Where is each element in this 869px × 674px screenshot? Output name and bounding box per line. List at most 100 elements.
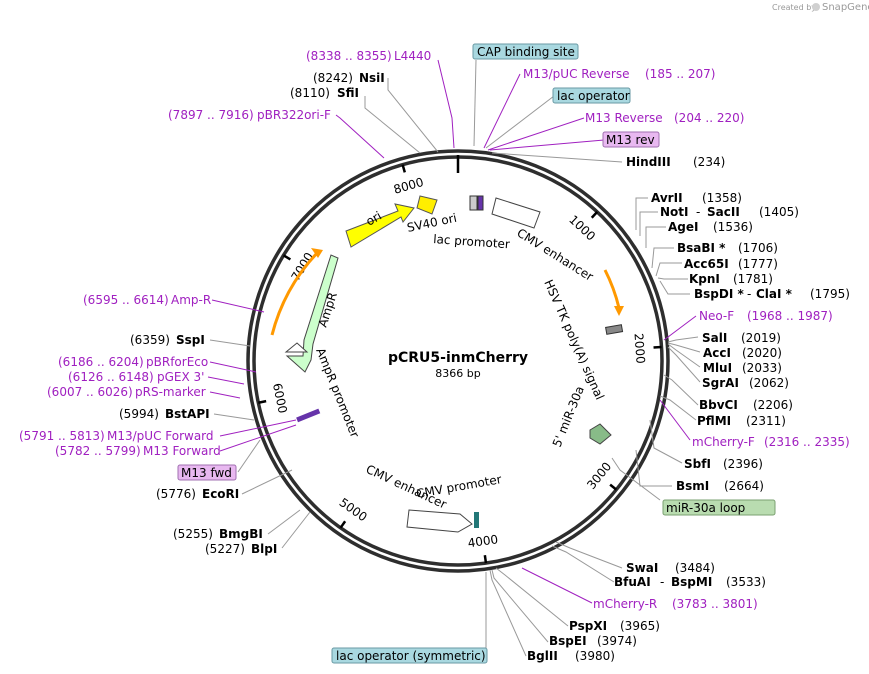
enzyme-name-hindiii[interactable]: HindIII (626, 155, 671, 169)
primer-name-m13-puc-forward[interactable]: M13/pUC Forward (107, 429, 214, 443)
enzyme-name-sspi[interactable]: SspI (176, 333, 205, 347)
enzyme-name-nsii[interactable]: NsiI (359, 71, 385, 85)
credit-brand: SnapGene (822, 2, 869, 13)
enzyme-name-sacii[interactable]: SacII (707, 205, 740, 219)
enzyme-name-mlui[interactable]: MluI (703, 361, 732, 375)
enzyme-pos-pspxi: (3965) (620, 619, 660, 633)
enzyme-pos-mlui: (2033) (742, 361, 782, 375)
enzyme-name-acci[interactable]: AccI (703, 346, 731, 360)
enzyme-pos-sfii: (8110) (290, 86, 330, 100)
enzyme-name-bbvci[interactable]: BbvCI (699, 398, 738, 412)
primer-range-pbrforeco: (6186 .. 6204) (58, 355, 144, 369)
enzyme-name-sbfi[interactable]: SbfI (684, 457, 711, 471)
ori-feature[interactable] (345, 203, 415, 248)
primer-name-m13-reverse[interactable]: M13 Reverse (585, 111, 663, 125)
enzyme-name-bfuai[interactable]: BfuAI (614, 575, 651, 589)
m13-fwd-mark[interactable] (296, 408, 321, 423)
primer-range-m13-puc-reverse: (185 .. 207) (645, 67, 715, 81)
m13-rev-box[interactable] (602, 131, 660, 148)
enzyme-name-bglii[interactable]: BglII (527, 649, 558, 663)
primer-range-m13-puc-forward: (5791 .. 5813) (19, 429, 105, 443)
enzyme-name-noti[interactable]: NotI (660, 205, 689, 219)
primer-name-pgex3[interactable]: pGEX 3' (157, 370, 204, 384)
small-gray-feature[interactable] (605, 324, 624, 335)
primer-range-neo-f: (1968 .. 1987) (747, 309, 833, 323)
orange-arc-right[interactable] (603, 269, 621, 309)
enzyme-pos-acc65i: (1777) (738, 257, 778, 271)
lac-operator-box[interactable] (552, 87, 631, 104)
enzyme-pos-bbvci: (2206) (753, 398, 793, 412)
enzyme-name-sali[interactable]: SalI (702, 331, 727, 345)
tick-mark (282, 254, 292, 261)
enzyme-name-bsabi[interactable]: BsaBI * (677, 241, 726, 255)
enzyme-name-bspei[interactable]: BspEI (549, 634, 587, 648)
primer-name-pbrforeco[interactable]: pBRforEco (146, 355, 208, 369)
enzyme-name-bspmi[interactable]: BspMI (671, 575, 712, 589)
enzyme-pos-bstapi: (5994) (119, 407, 159, 421)
enzyme-pos-bfuai-bspmi: (3533) (726, 575, 766, 589)
enzyme-name-pflmi[interactable]: PflMI (697, 414, 731, 428)
enzyme-name-acc65i[interactable]: Acc65I (684, 257, 729, 271)
lac-operator-symmetric-box[interactable] (331, 647, 488, 664)
enzyme-name-avrii[interactable]: AvrII (651, 191, 683, 205)
enzyme-name-agei[interactable]: AgeI (668, 220, 698, 234)
enzyme-name-bmgbi[interactable]: BmgBI (219, 527, 263, 541)
enzyme-pos-bmgbi: (5255) (173, 527, 213, 541)
primer-range-l4440: (8338 .. 8355) (306, 49, 392, 63)
lac-operator-mark[interactable] (477, 195, 484, 211)
boxed-labels: CAP binding site lac operator M13 rev mi… (177, 43, 776, 664)
enzyme-name-sgrai[interactable]: SgrAI (702, 376, 739, 390)
enzyme-name-blpi[interactable]: BlpI (251, 542, 277, 556)
enzyme-name-sfii[interactable]: SfiI (337, 86, 359, 100)
primer-name-pbr322ori-f[interactable]: pBR322ori-F (257, 108, 331, 122)
cap-binding-site-label: CAP binding site (477, 45, 575, 59)
enzyme-name-swai[interactable]: SwaI (626, 561, 658, 575)
enzyme-pos-sspi: (6359) (130, 333, 170, 347)
primer-range-m13-forward: (5782 .. 5799) (55, 444, 141, 458)
primer-range-prs-marker: (6007 .. 6026) (47, 385, 133, 399)
enzyme-name-bsmi[interactable]: BsmI (676, 479, 709, 493)
primer-name-l4440[interactable]: L4440 (394, 49, 431, 63)
enzyme-name-bstapi[interactable]: BstAPI (165, 407, 210, 421)
cmv-promoter-feature[interactable] (406, 509, 473, 533)
primer-name-mcherry-f[interactable]: mCherry-F (692, 435, 755, 449)
primer-name-mcherry-r[interactable]: mCherry-R (593, 597, 657, 611)
cap-site-mark[interactable] (469, 195, 478, 211)
primer-name-m13-puc-reverse[interactable]: M13/pUC Reverse (523, 67, 630, 81)
enzyme-pos-blpi: (5227) (205, 542, 245, 556)
primer-name-m13-forward[interactable]: M13 Forward (143, 444, 221, 458)
plasmid-length: 8366 bp (435, 367, 480, 380)
lac-op-sym-mark[interactable] (474, 512, 479, 528)
mir30a-loop-label: miR-30a loop (666, 501, 745, 515)
enzyme-pos-sali: (2019) (741, 331, 781, 345)
leader-lines (207, 59, 701, 657)
ampr-promoter-arrow (284, 342, 309, 353)
mir30a-loop-box[interactable] (662, 499, 776, 516)
tick-mark (609, 483, 618, 491)
orange-arrow-right (614, 306, 624, 316)
primer-name-amp-r[interactable]: Amp-R (171, 293, 211, 307)
enzyme-pos-bsabi: (1706) (738, 241, 778, 255)
enzyme-name-ecori[interactable]: EcoRI (202, 487, 239, 501)
mir30a-feature[interactable] (589, 423, 612, 445)
lac-operator-symmetric-label: lac operator (symmetric) (336, 649, 486, 663)
tick-mark (339, 520, 347, 529)
enzyme-name-pspxi[interactable]: PspXI (569, 619, 607, 633)
primer-name-prs-marker[interactable]: pRS-marker (135, 385, 206, 399)
cap-binding-site-box[interactable] (472, 43, 579, 60)
enzyme-pos-hindiii: (234) (693, 155, 725, 169)
enzyme-name-bspdi[interactable]: BspDI * (694, 287, 744, 301)
enzyme-name-clai[interactable]: ClaI * (756, 287, 793, 301)
tick-mark (653, 345, 662, 349)
tick-label: 7000 (288, 250, 316, 283)
m13-rev-label: M13 rev (606, 133, 655, 147)
cmv-enhancer-top-feature[interactable] (491, 197, 541, 229)
primer-labels: (8338 .. 8355) L4440 M13/pUC Reverse (18… (19, 49, 850, 611)
m13-fwd-box[interactable] (177, 464, 237, 481)
enzyme-name-kpni[interactable]: KpnI (689, 272, 720, 286)
tick-label: 6000 (270, 382, 290, 415)
sv40-ori-feature[interactable] (416, 195, 438, 215)
enzyme-dash-bfuai: - (660, 575, 664, 589)
orange-arc-left[interactable] (270, 250, 320, 336)
primer-name-neo-f[interactable]: Neo-F (699, 309, 734, 323)
